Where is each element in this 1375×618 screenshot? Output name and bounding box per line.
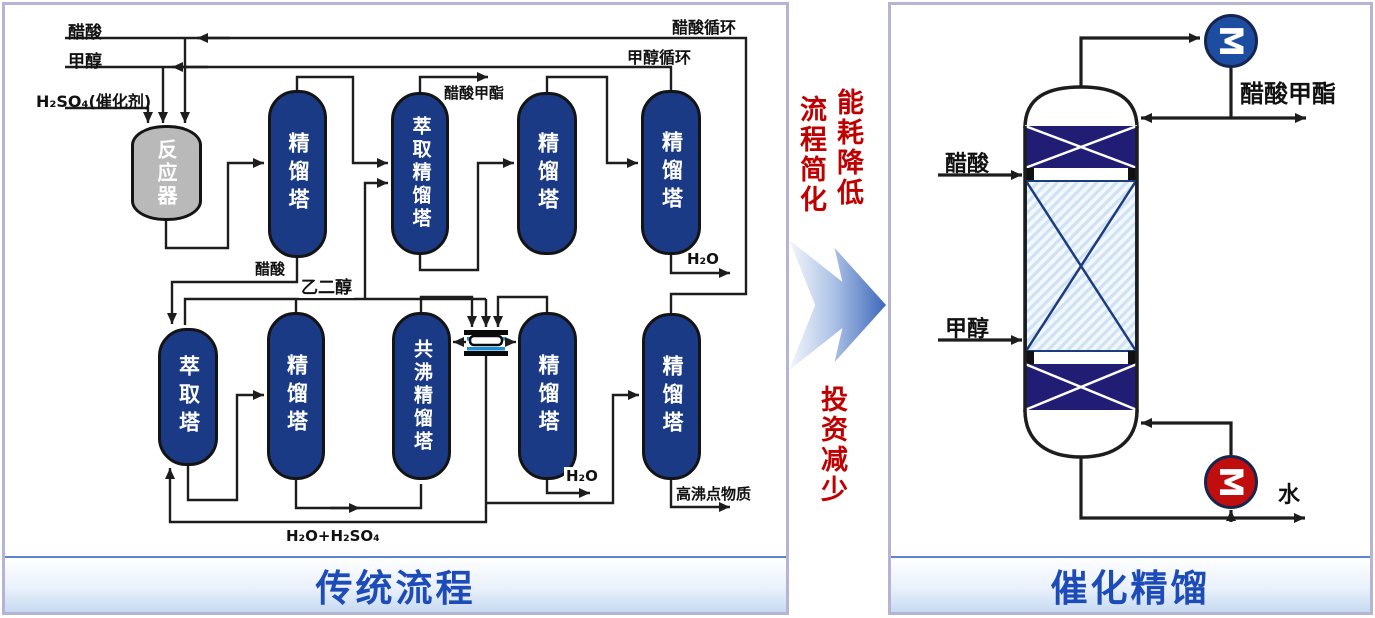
tower1-overhead-line <box>295 75 388 168</box>
methyl-acetate-offtake-line <box>418 72 488 92</box>
catalytic-column <box>1023 85 1139 459</box>
extractive-tower-bottoms-line <box>418 158 514 272</box>
tower-overhead-to-decanter-line <box>493 295 549 327</box>
methanol-feed-label: 甲醇 <box>68 52 102 72</box>
benefit-process-simplified: 流程简化 <box>795 95 826 215</box>
traditional-process-title: 传统流程 <box>5 556 786 612</box>
acetic-acid-stream-label: 醋酸 <box>255 260 286 278</box>
acetic-acid-feed-and-recycle-line <box>65 36 748 313</box>
tower-distillation-1: 精馏塔 <box>268 90 327 258</box>
traditional-piping <box>65 33 748 524</box>
catalyst-to-reactor-line <box>65 106 153 123</box>
tower-distillation-6: 精馏塔 <box>642 313 701 480</box>
condenser-pump-icon: M <box>1204 14 1258 68</box>
benefit-energy-reduced: 能耗降低 <box>832 88 863 208</box>
tower-distillation-3: 精馏塔 <box>641 90 701 255</box>
catalytic-distillation-title: 催化精馏 <box>891 556 1370 612</box>
methyl-acetate-label: 醋酸甲酯 <box>444 84 505 102</box>
glycol-to-extractive-tower-line <box>363 178 388 299</box>
acetic-acid-feed-label-right: 醋酸 <box>945 152 990 177</box>
ethylene-glycol-label: 乙二醇 <box>299 273 354 298</box>
tower-distillation-4: 精馏塔 <box>267 312 325 480</box>
column-bottom-dome <box>1023 409 1139 459</box>
high-boilers-out-line <box>669 480 730 512</box>
water-bottom-label: H₂O <box>564 467 600 485</box>
methanol-recycle-label: 甲醇循环 <box>627 48 692 67</box>
methanol-feed-and-recycle-line <box>65 65 673 90</box>
column-top-dome <box>1023 85 1139 129</box>
tower-extraction: 萃取塔 <box>158 328 218 466</box>
benefit-investment-reduced: 投资减少 <box>816 385 847 505</box>
acetic-acid-to-extraction-tower-line <box>167 258 299 324</box>
water-product-line <box>1079 457 1305 523</box>
water-sulfuric-acid-label: H₂O+H₂SO₄ <box>286 527 380 545</box>
reactor-outlet-line <box>164 158 264 250</box>
reboiler-pump-icon: M <box>1204 455 1258 509</box>
acetic-acid-feed-label: 醋酸 <box>68 23 102 43</box>
tower-azeotropic-distillation: 共沸精馏塔 <box>392 312 451 480</box>
acetic-acid-recycle-label: 醋酸循环 <box>672 18 737 37</box>
tower-bottoms-transfer-line <box>294 480 423 510</box>
tower-distillation-5: 精馏塔 <box>518 312 577 480</box>
methanol-feed-label-right: 甲醇 <box>945 317 990 342</box>
reactor: 反应器 <box>131 125 202 221</box>
tower-extractive-distillation: 萃取精馏塔 <box>391 92 449 255</box>
reboiler-return-line <box>1141 418 1233 455</box>
feed-to-last-tower-line <box>486 390 639 505</box>
water-out-top-row-line <box>669 255 730 278</box>
water-sulfuric-recycle-line <box>165 356 488 524</box>
catalyst-feed-label: H₂SO₄(催化剂) <box>36 92 152 111</box>
tower3-overhead-line <box>545 75 638 168</box>
extraction-tower-bottoms-line <box>186 390 264 502</box>
water-out-bottom-row-line <box>545 480 590 498</box>
azeotrope-overhead-to-decanter-line <box>419 295 477 327</box>
high-boilers-label: 高沸点物质 <box>676 485 752 503</box>
tower-distillation-2: 精馏塔 <box>517 92 577 255</box>
column-overhead-line <box>1079 33 1200 87</box>
catalytic-piping <box>938 33 1306 523</box>
water-top-label: H₂O <box>687 250 719 268</box>
water-product-label: 水 <box>1278 483 1301 508</box>
ethylene-glycol-header-line <box>183 297 486 325</box>
decanter-symbol <box>464 330 508 356</box>
methyl-acetate-product-label: 醋酸甲酯 <box>1240 80 1336 108</box>
